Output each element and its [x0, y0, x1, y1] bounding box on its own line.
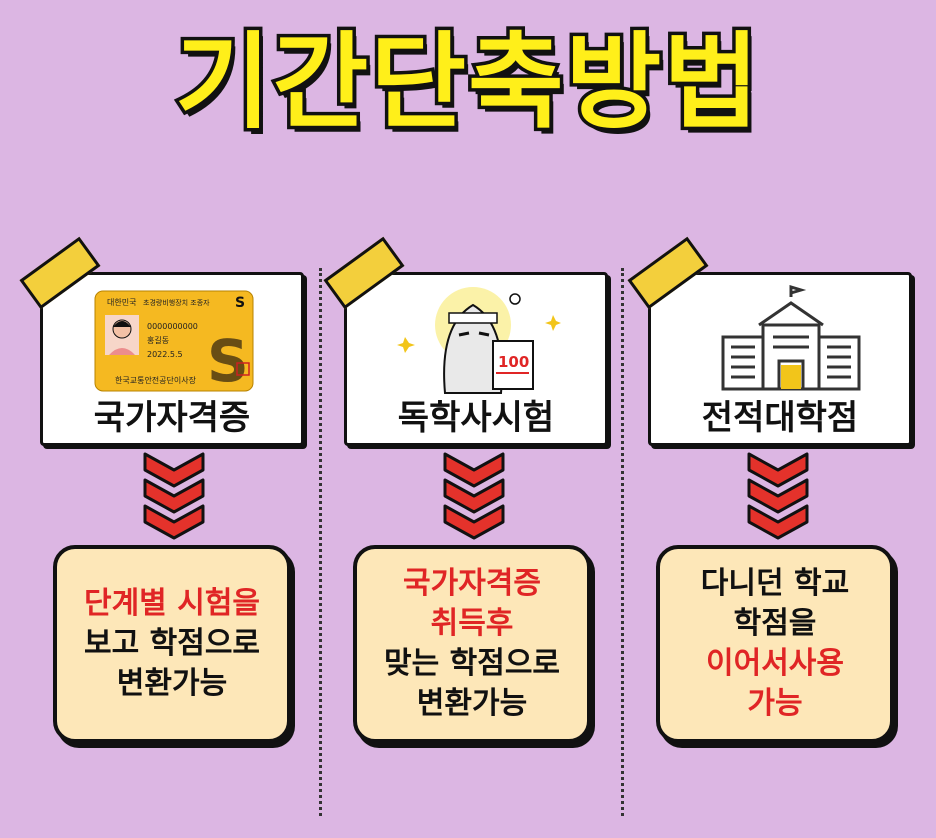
result-line: 다니던 학교 — [700, 566, 850, 601]
score-text: 100 — [498, 353, 529, 371]
card-name-text: 홍길동 — [147, 335, 169, 345]
chevron-down-icon — [747, 452, 809, 540]
result-box-self-study: 국가자격증 취득후 맞는 학점으로 변환가능 — [353, 545, 591, 743]
card-self-study: 100 독학사시험 — [323, 236, 608, 446]
card-type-text: 초경량비행장치 조종자 — [143, 298, 210, 307]
result-line: 단계별 시험을 — [83, 586, 261, 621]
student-illustration: 100 — [397, 287, 561, 394]
chevron-down-icon — [443, 452, 505, 540]
card-issuer-text: 한국교통안전공단이사장 — [115, 375, 197, 385]
column-divider — [319, 268, 322, 816]
chevron-down-icon — [143, 452, 205, 540]
result-line: 취득후 — [430, 606, 514, 641]
svg-text:S: S — [207, 327, 249, 395]
card-date-text: 2022.5.5 — [147, 350, 183, 359]
result-line: 국가자격증 — [403, 566, 541, 601]
card-label: 독학사시험 — [397, 398, 555, 438]
card-badge: S — [235, 295, 245, 311]
result-box-license: 단계별 시험을 보고 학점으로 변환가능 — [53, 545, 291, 743]
result-line: 학점을 — [733, 606, 817, 641]
result-line: 이어서사용 — [706, 646, 844, 681]
card-label: 전적대학점 — [701, 398, 859, 438]
result-box-previous-college: 다니던 학교 학점을 이어서사용 가능 — [656, 545, 894, 743]
result-line: 맞는 학점으로 — [383, 646, 561, 681]
result-line: 보고 학점으로 — [83, 626, 261, 661]
card-previous-college: 전적대학점 — [627, 236, 912, 446]
license-card-illustration: 대한민국 초경량비행장치 조종자 S 0000000000 홍길동 2022.5… — [94, 290, 254, 395]
card-number-text: 0000000000 — [147, 322, 198, 331]
result-line: 가능 — [747, 686, 803, 721]
result-line: 변환가능 — [116, 666, 228, 701]
page-title: 기간단축방법 — [171, 21, 762, 143]
card-label: 국가자격증 — [93, 398, 251, 438]
result-line: 변환가능 — [416, 686, 528, 721]
column-divider — [621, 268, 624, 816]
school-building-icon — [721, 285, 861, 391]
card-country-text: 대한민국 — [107, 297, 136, 307]
card-license: 대한민국 초경량비행장치 조종자 S 0000000000 홍길동 2022.5… — [19, 236, 304, 446]
